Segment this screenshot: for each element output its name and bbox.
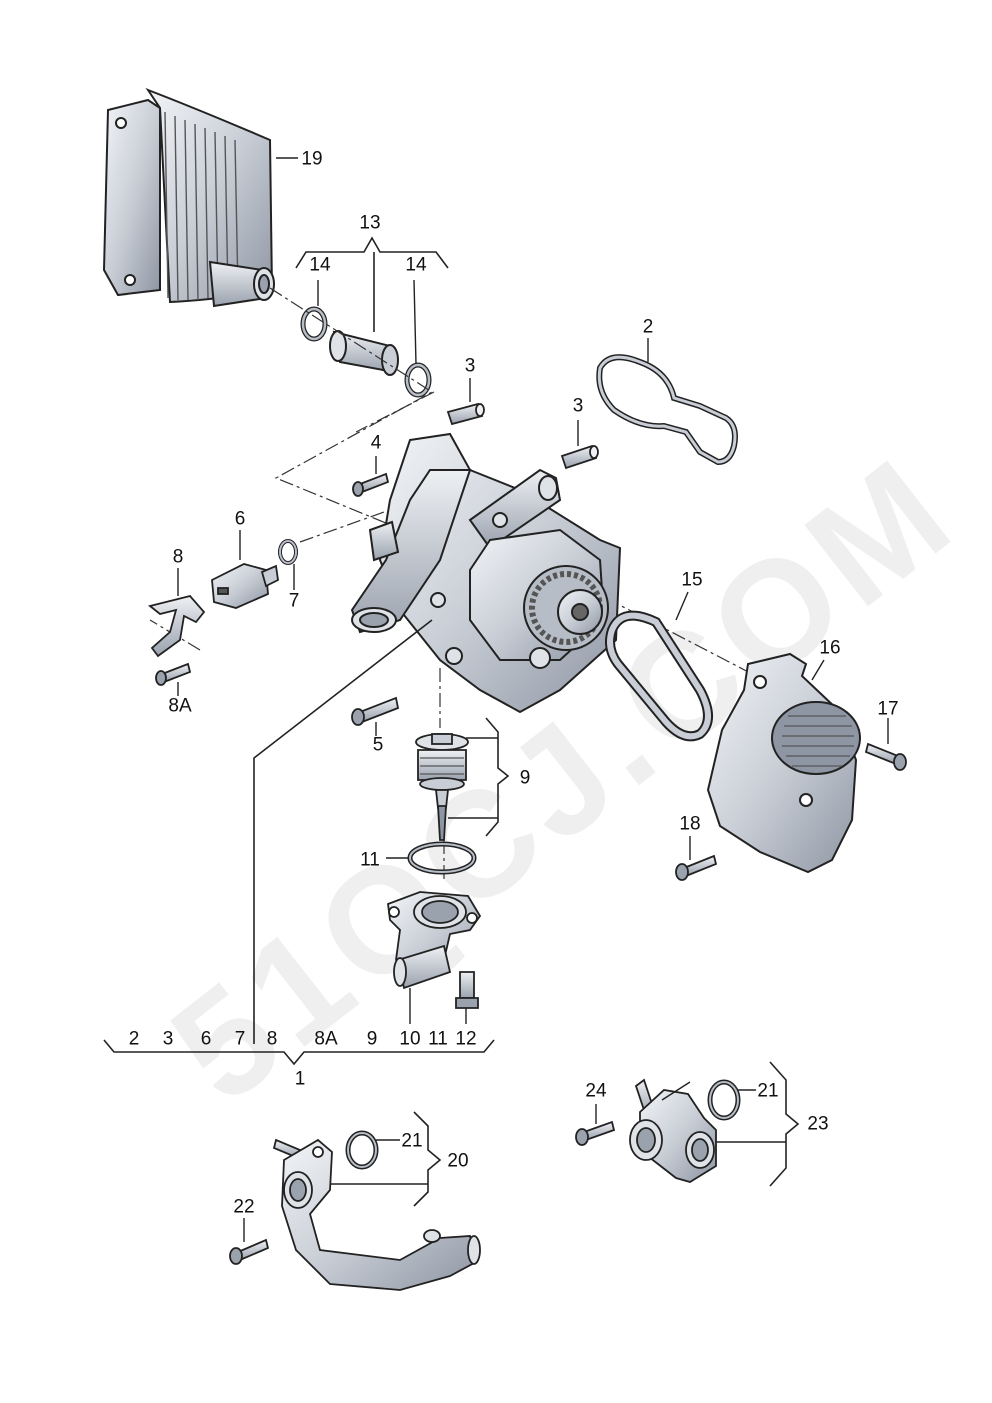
callout-11b: 11: [428, 1028, 448, 1050]
kit1-item-3: 3: [162, 1028, 174, 1050]
callout-13: 13: [359, 212, 381, 234]
retaining-clip-part-8: [148, 568, 206, 658]
callout-3a: 3: [464, 355, 476, 377]
callout-4: 4: [370, 432, 382, 454]
callout-24: 24: [585, 1080, 607, 1102]
connecting-pipe-part-13: [329, 330, 399, 376]
bolt-part-12: [455, 971, 479, 1024]
callout-15: 15: [681, 569, 703, 591]
oring-part-11: [386, 841, 477, 875]
toothed-belt-part-15: [605, 591, 713, 742]
dowel-sleeve-3a: [446, 378, 485, 426]
oring-part-21a: [345, 1130, 400, 1170]
coolant-flange-part-23: [629, 1078, 717, 1183]
bracket-13: [295, 236, 449, 332]
bracket-9: [448, 717, 510, 837]
kit1-item-9: 9: [366, 1028, 378, 1050]
bolt-part-17: [864, 718, 907, 771]
callout-22: 22: [233, 1196, 255, 1218]
oring-14b: [404, 279, 432, 398]
belt-cover-part-16: [706, 652, 861, 874]
callout-1: 1: [294, 1068, 306, 1090]
oring-part-7: [278, 539, 298, 590]
callout-14b: 14: [405, 254, 427, 276]
oring-part-21b: [707, 1079, 756, 1121]
callout-21a: 21: [401, 1130, 423, 1152]
bolt-part-4: [352, 456, 390, 497]
water-pump-housing: [350, 432, 622, 714]
callout-12: 12: [455, 1028, 477, 1050]
bracket-20: [330, 1111, 442, 1207]
bolt-part-8A: [155, 662, 192, 696]
callout-20: 20: [447, 1150, 469, 1172]
callout-19: 19: [301, 148, 323, 170]
callout-17: 17: [877, 698, 899, 720]
callout-11: 11: [360, 849, 380, 871]
kit1-item-8A: 8A: [314, 1028, 338, 1050]
callout-14a: 14: [309, 254, 331, 276]
callout-16: 16: [819, 637, 841, 659]
dowel-sleeve-3b: [560, 420, 599, 470]
bolt-part-24: [575, 1104, 616, 1146]
callout-5: 5: [372, 734, 384, 756]
bracket-23: [716, 1061, 800, 1187]
callout-3b: 3: [572, 395, 584, 417]
callout-23: 23: [807, 1113, 829, 1135]
callout-21b: 21: [757, 1080, 779, 1102]
oring-14a: [300, 280, 328, 342]
gasket-part-2: [596, 338, 738, 466]
callout-8A: 8A: [168, 695, 192, 717]
kit1-item-2: 2: [128, 1028, 140, 1050]
callout-7: 7: [288, 590, 300, 612]
thermostat-housing-part-10: [387, 891, 482, 1024]
callout-9: 9: [519, 767, 531, 789]
kit1-item-7: 7: [234, 1028, 246, 1050]
bolt-part-18: [675, 836, 718, 881]
callout-2: 2: [642, 316, 654, 338]
callout-6: 6: [234, 508, 246, 530]
kit1-item-6: 6: [200, 1028, 212, 1050]
leader-kit-1: [253, 619, 433, 1044]
callout-8: 8: [172, 546, 184, 568]
coolant-pipe-part-20: [272, 1138, 481, 1291]
callout-10: 10: [399, 1028, 421, 1050]
bracket-kit-1: [103, 1039, 495, 1066]
thermostat-part-9: [415, 733, 469, 841]
temperature-sender-part-6: [211, 530, 279, 609]
callout-18: 18: [679, 813, 701, 835]
bolt-part-22: [229, 1218, 270, 1265]
kit1-item-8: 8: [266, 1028, 278, 1050]
oil-cooler-part-19: [102, 87, 275, 308]
bolt-part-5: [351, 696, 400, 736]
